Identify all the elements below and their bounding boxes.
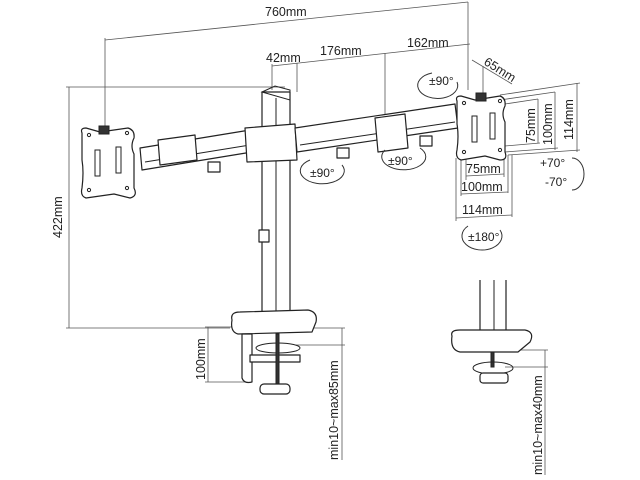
vesa-v-75-label: 75mm — [524, 108, 538, 143]
pole — [258, 85, 291, 319]
tilt-top-label: ±90° — [429, 74, 454, 88]
inner-arm-label: 176mm — [320, 44, 362, 58]
vesa-h-75-label: 75mm — [466, 162, 501, 176]
outer-arm-label: 162mm — [407, 36, 449, 50]
left-arm — [139, 123, 298, 173]
tilt-up-label: +70° — [540, 156, 565, 170]
vesa-v-114-label: 114mm — [562, 99, 576, 140]
vesa-plate-left — [80, 125, 136, 199]
vesa-plate-right — [455, 92, 507, 161]
dimension-lines — [66, 1, 581, 475]
vesa-h-114-label: 114mm — [462, 203, 503, 217]
clamp-depth-label: 100mm — [194, 338, 208, 380]
tilt-down-label: -70° — [545, 175, 567, 189]
height-label: 422mm — [51, 196, 65, 238]
desk-clamp — [231, 309, 317, 395]
tilt-top-rotation-icon — [417, 72, 459, 99]
swivel-left-rotation-icon — [299, 159, 345, 185]
vesa-offset-label: 65mm — [481, 55, 518, 85]
swivel-right-label: ±90° — [388, 154, 413, 168]
cable-clip — [258, 229, 270, 243]
tilt-rotation-icon — [571, 157, 585, 191]
clamp-range-label: min10~max85mm — [327, 360, 341, 460]
rotate-180-label: ±180° — [468, 230, 500, 244]
swivel-left-label: ±90° — [310, 166, 335, 180]
grommet-range-label: min10~max40mm — [531, 375, 545, 475]
pole-width-label: 42mm — [266, 51, 301, 65]
overall-width-label: 760mm — [265, 5, 307, 19]
vesa-h-100-label: 100mm — [461, 180, 503, 194]
rotation-indicators — [299, 72, 585, 251]
grommet-mount — [451, 280, 533, 384]
swivel-right-rotation-icon — [381, 147, 427, 171]
right-arm — [294, 103, 459, 159]
rotate-180-icon — [461, 225, 503, 251]
vesa-v-100-label: 100mm — [541, 103, 555, 145]
